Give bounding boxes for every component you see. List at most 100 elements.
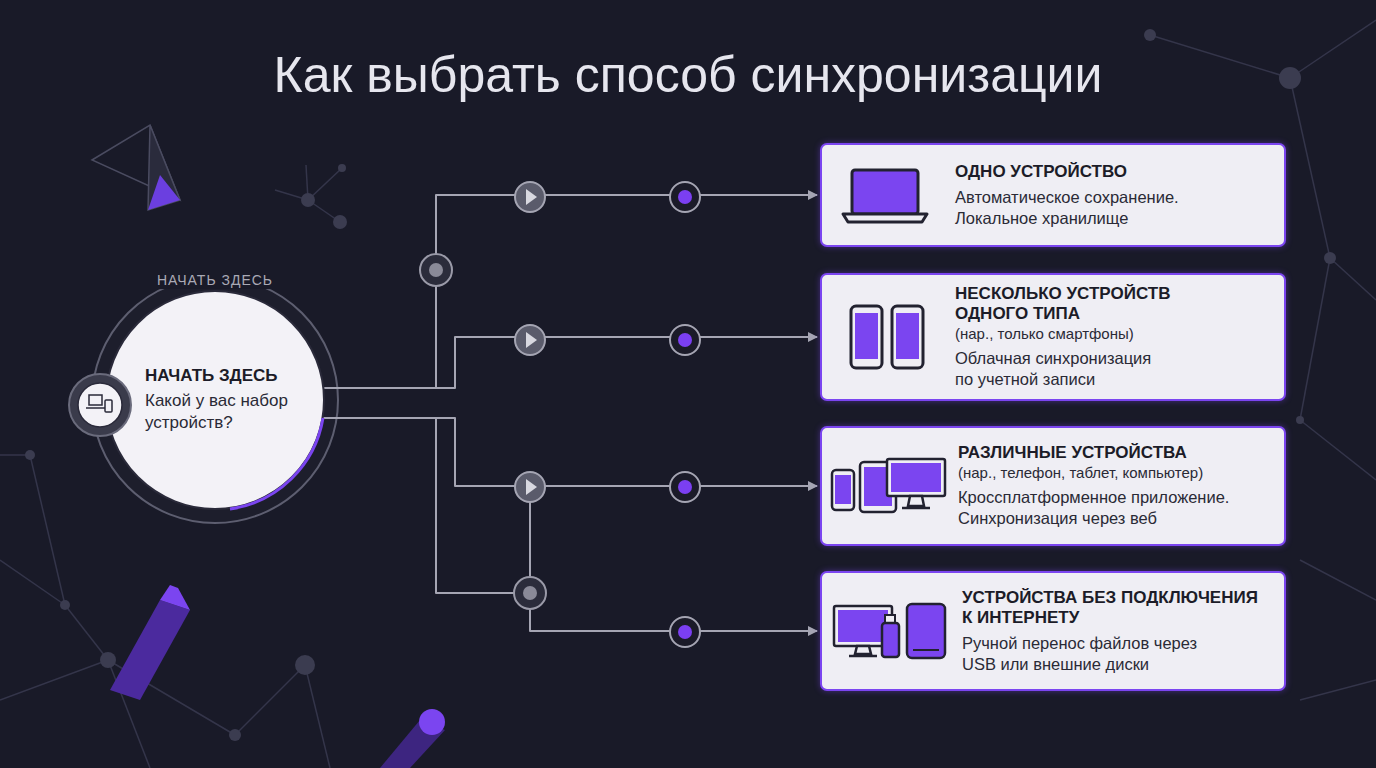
mixed-devices-icon <box>891 463 941 492</box>
network-dots <box>1296 416 1304 424</box>
route-markers <box>670 617 700 647</box>
option-box: ОДНО УСТРОЙСТВО Автоматическое сохранение… <box>820 143 1286 247</box>
network-dots <box>338 164 346 172</box>
network-dots <box>25 450 35 460</box>
bar-decor <box>419 709 445 735</box>
node-body: Какой у вас набор устройств? <box>145 390 310 434</box>
network-decor <box>235 665 305 735</box>
network-dots <box>25 29 1336 741</box>
node-heading: РАЗЛИЧНЫЕ УСТРОЙСТВА <box>958 443 1278 463</box>
node-heading: ОДНО УСТРОЙСТВО <box>955 162 1275 182</box>
network-dots <box>229 729 241 741</box>
offline-devices-icon <box>913 649 939 651</box>
start-icon <box>86 407 105 409</box>
phones-icon <box>851 306 923 368</box>
start-icon <box>69 374 131 436</box>
route-markers <box>678 625 692 639</box>
prism-decor <box>148 175 180 210</box>
offline-devices-icon <box>907 604 945 658</box>
arc-label-holder: НАЧАТЬ ЗДЕСЬ <box>107 271 323 289</box>
route-markers <box>429 263 443 277</box>
offline-devices-icon <box>849 655 877 658</box>
network-decor <box>1290 20 1376 78</box>
network-decor <box>1150 35 1290 78</box>
route-markers <box>670 325 700 355</box>
network-dots <box>1144 29 1156 41</box>
network-decor <box>308 168 342 200</box>
phones-icon <box>892 306 923 368</box>
mixed-devices-icon <box>902 507 930 510</box>
node-heading: НЕСКОЛЬКО УСТРОЙСТВ ОДНОГО ТИПА <box>955 284 1205 324</box>
start-icon <box>105 400 112 412</box>
network-dots <box>295 655 315 675</box>
option-box: УСТРОЙСТВА БЕЗ ПОДКЛЮЧЕНИЯ К ИНТЕРНЕТУРу… <box>820 571 1286 691</box>
network-decor <box>1330 258 1376 300</box>
offline-devices-icon <box>882 623 899 657</box>
route-markers <box>678 190 692 204</box>
mixed-devices-icon <box>864 467 892 506</box>
diagram-title: Как выбрать способ синхронизации <box>0 44 1376 106</box>
option-box: НЕСКОЛЬКО УСТРОЙСТВ ОДНОГО ТИПА(нар., то… <box>820 273 1286 401</box>
start-icon <box>69 374 131 436</box>
offline-devices-icon <box>834 604 945 658</box>
network-dots <box>301 193 315 207</box>
network-dots <box>60 600 70 610</box>
route-markers <box>670 472 700 502</box>
connector <box>324 195 817 388</box>
route-markers <box>514 577 546 609</box>
connector <box>324 418 817 486</box>
node-body: Ручной перенос файлов через USB или внеш… <box>962 633 1224 675</box>
network-decor <box>0 20 1376 768</box>
offline-devices-icon <box>855 646 871 654</box>
network-dots <box>333 215 347 229</box>
node-body: Кроссплатформенное приложение. Синхрониз… <box>958 487 1278 529</box>
route-markers <box>515 182 545 212</box>
laptop-icon <box>843 214 927 222</box>
network-decor <box>65 605 108 660</box>
bar-decor <box>110 600 190 700</box>
network-decor <box>1300 680 1376 700</box>
offline-devices-icon <box>885 615 895 623</box>
prism-decor <box>148 125 180 210</box>
start-ring <box>92 277 338 523</box>
network-dots <box>100 652 116 668</box>
offline-devices-icon <box>838 610 888 642</box>
connector <box>324 418 817 631</box>
route-markers <box>670 182 700 212</box>
node-body: Автоматическое сохранение. Локальное хра… <box>955 187 1245 229</box>
merge-line <box>529 500 531 580</box>
mixed-devices-icon <box>835 475 851 504</box>
network-decor <box>0 560 65 605</box>
route-markers <box>526 332 537 348</box>
route-markers <box>523 586 537 600</box>
merge-line <box>530 500 531 580</box>
route-markers <box>420 254 452 286</box>
start-accent-arc <box>230 418 323 509</box>
mixed-devices-icon <box>832 470 854 510</box>
route-markers <box>678 333 692 347</box>
phones-icon <box>851 306 882 368</box>
node-subtitle: (нар., телефон, таблет, компьютер) <box>958 463 1278 482</box>
phones-icon <box>855 313 878 359</box>
node-body: Облачная синхронизация по учетной записи <box>955 348 1170 390</box>
node-heading: НАЧАТЬ ЗДЕСЬ <box>145 366 315 386</box>
route-markers <box>526 189 537 205</box>
start-ring <box>92 277 338 523</box>
network-decor <box>1300 560 1376 600</box>
route-markers <box>678 480 692 494</box>
network-decor <box>305 665 330 768</box>
mixed-devices-icon <box>860 462 896 512</box>
route-markers <box>420 182 700 647</box>
mixed-devices-icon <box>832 459 945 512</box>
arc-label: НАЧАТЬ ЗДЕСЬ <box>152 272 278 289</box>
connector <box>324 337 817 388</box>
prism-decor <box>92 125 180 210</box>
phones-icon <box>896 313 919 359</box>
start-accent-arc <box>230 418 323 509</box>
offline-devices-icon <box>834 606 892 646</box>
route-markers <box>515 325 545 355</box>
bar-decor <box>110 585 445 768</box>
route-markers <box>526 479 537 495</box>
